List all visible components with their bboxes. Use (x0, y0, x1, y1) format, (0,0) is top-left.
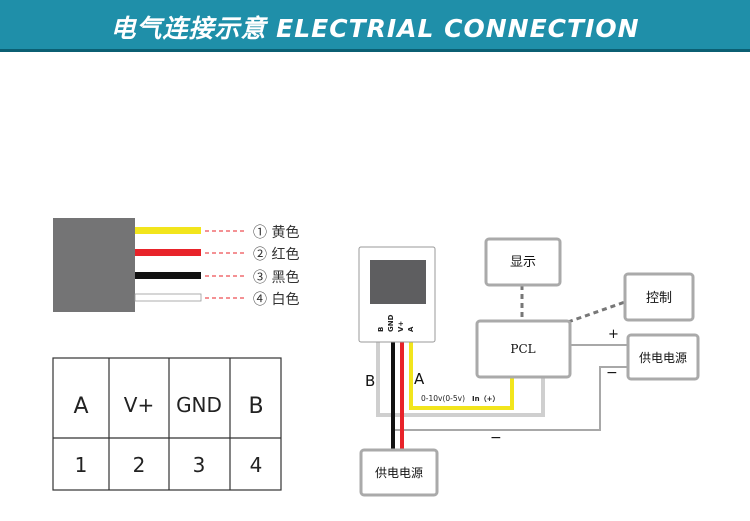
terminal-a: A (407, 326, 415, 332)
wire-white (134, 293, 202, 302)
pin-b: B (248, 394, 263, 419)
minus-sign: − (606, 365, 618, 381)
pcl-box (475, 319, 572, 379)
power-label-right: 供电电源 (639, 351, 687, 365)
wire-label-red: ② 红色 (253, 246, 299, 263)
terminal-b: B (377, 327, 385, 332)
wire-label-white: ④ 白色 (253, 291, 299, 308)
diagram-wires (376, 285, 628, 450)
wire-b-label: B (365, 372, 375, 390)
pin-table (52, 357, 282, 491)
pin-number-4: 4 (250, 453, 263, 477)
pin-number-2: 2 (133, 453, 146, 477)
display-box (484, 237, 562, 287)
wire-yellow (135, 227, 201, 234)
power-box-right (626, 333, 700, 381)
sensor-device (358, 246, 436, 343)
terminal-gnd: GND (387, 314, 395, 332)
display-label: 显示 (510, 255, 536, 270)
bottom-minus-sign: − (490, 430, 502, 446)
header-banner: 电气连接示意 ELECTRIAL CONNECTION (0, 0, 750, 52)
pin-gnd: GND (176, 393, 222, 417)
pin-vplus: V+ (124, 393, 154, 417)
wire-black (135, 272, 201, 279)
sensor-body (53, 218, 135, 312)
power-label-bottom: 供电电源 (375, 466, 423, 480)
wire-red (135, 249, 201, 256)
wire-label-yellow: ① 黄色 (253, 224, 299, 241)
pcl-label: PCL (510, 342, 535, 356)
terminal-vplus: V+ (397, 321, 405, 332)
control-label: 控制 (646, 291, 672, 306)
pin-number-1: 1 (75, 453, 88, 477)
control-box (623, 272, 695, 322)
signal-range-label: 0-10v(0-5v) (421, 394, 465, 403)
pin-number-3: 3 (193, 453, 206, 477)
sensor-screen (370, 260, 426, 304)
input-label: In（+） (472, 395, 499, 403)
wire-a-label: A (414, 370, 425, 388)
pin-a: A (73, 394, 88, 419)
power-box-bottom (359, 448, 439, 497)
page-title: 电气连接示意 ELECTRIAL CONNECTION (110, 14, 640, 43)
wire-label-black: ③ 黑色 (253, 269, 299, 286)
plus-sign: + (608, 327, 619, 342)
